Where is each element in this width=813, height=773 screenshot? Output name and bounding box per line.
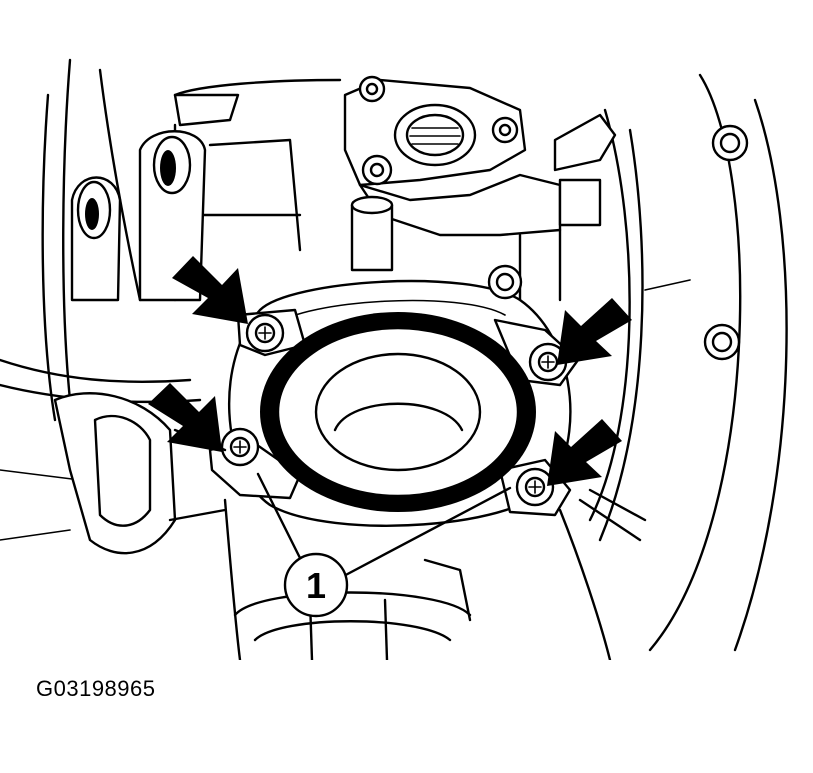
callout-leaders <box>256 472 512 580</box>
bolt-upper-right <box>528 342 568 382</box>
oil-seal <box>260 312 536 512</box>
bolt-lower-right <box>515 467 555 507</box>
callout-number: 1 <box>306 565 326 606</box>
arrow-upper-right-icon <box>557 298 632 365</box>
figure-id-label: G03198965 <box>36 676 156 701</box>
arrow-lower-left-icon <box>148 383 222 452</box>
callout-1: 1 <box>283 552 349 618</box>
top-pump-flange <box>343 75 617 302</box>
arrow-lower-right-icon <box>547 419 622 486</box>
engine-seal-carrier-illustration: 1 <box>0 58 788 660</box>
bolt-upper-left <box>245 313 285 353</box>
bolt-lower-left <box>220 427 260 467</box>
pointer-arrows <box>148 256 632 486</box>
carrier-bolts <box>220 313 568 507</box>
arrow-upper-left-icon <box>172 256 248 324</box>
left-mounting-lugs <box>70 130 207 302</box>
lower-housing <box>53 392 647 660</box>
